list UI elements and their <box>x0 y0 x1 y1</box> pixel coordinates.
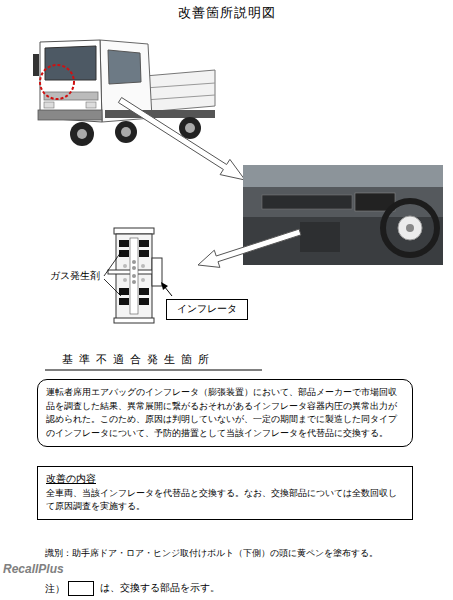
pointer-arrow <box>118 98 245 181</box>
part-name: ガス発生剤 <box>50 270 100 283</box>
node-text: 運転者席用エアバッグのインフレータ（膨張装置）において、部品メーカーで市場回収品… <box>46 386 404 440</box>
part-label-box: インフレータ <box>166 299 248 320</box>
remedy-box: 改善の内容全車両、当該インフレータを代替品と交換する。なお、交換部品については全… <box>37 466 413 520</box>
inflator-section <box>108 228 162 323</box>
section-heading: 基準不適合発生箇所 <box>62 353 215 367</box>
legend-text: は、交換する部品を示す。 <box>100 582 220 595</box>
diagram-title: 改善箇所説明図 <box>0 4 453 22</box>
truck-illustration <box>33 40 215 146</box>
leader-line <box>104 279 121 296</box>
watermark: RecallPlus <box>3 562 64 576</box>
description-box: 運転者席用エアバッグのインフレータ（膨張装置）において、部品メーカーで市場回収品… <box>37 379 413 447</box>
pointer-arrow <box>198 229 301 267</box>
legend-swatch <box>68 581 94 596</box>
note-mark: 注） <box>45 583 65 596</box>
leader-line <box>104 252 121 276</box>
section-heading: 改善の内容 <box>46 472 96 486</box>
node-text: インフレータ <box>177 302 237 316</box>
arrowhead <box>161 282 168 290</box>
dashboard-photo <box>243 165 443 265</box>
node-text: 全車両、当該インフレータを代替品と交換する。なお、交換部品については全数回収して… <box>46 487 404 514</box>
heading-underline <box>45 370 262 371</box>
identification-note: 識別：助手席ドア・ロア・ヒンジ取付けボルト（下側）の頭に黄ペンを塗布する。 <box>45 547 378 560</box>
